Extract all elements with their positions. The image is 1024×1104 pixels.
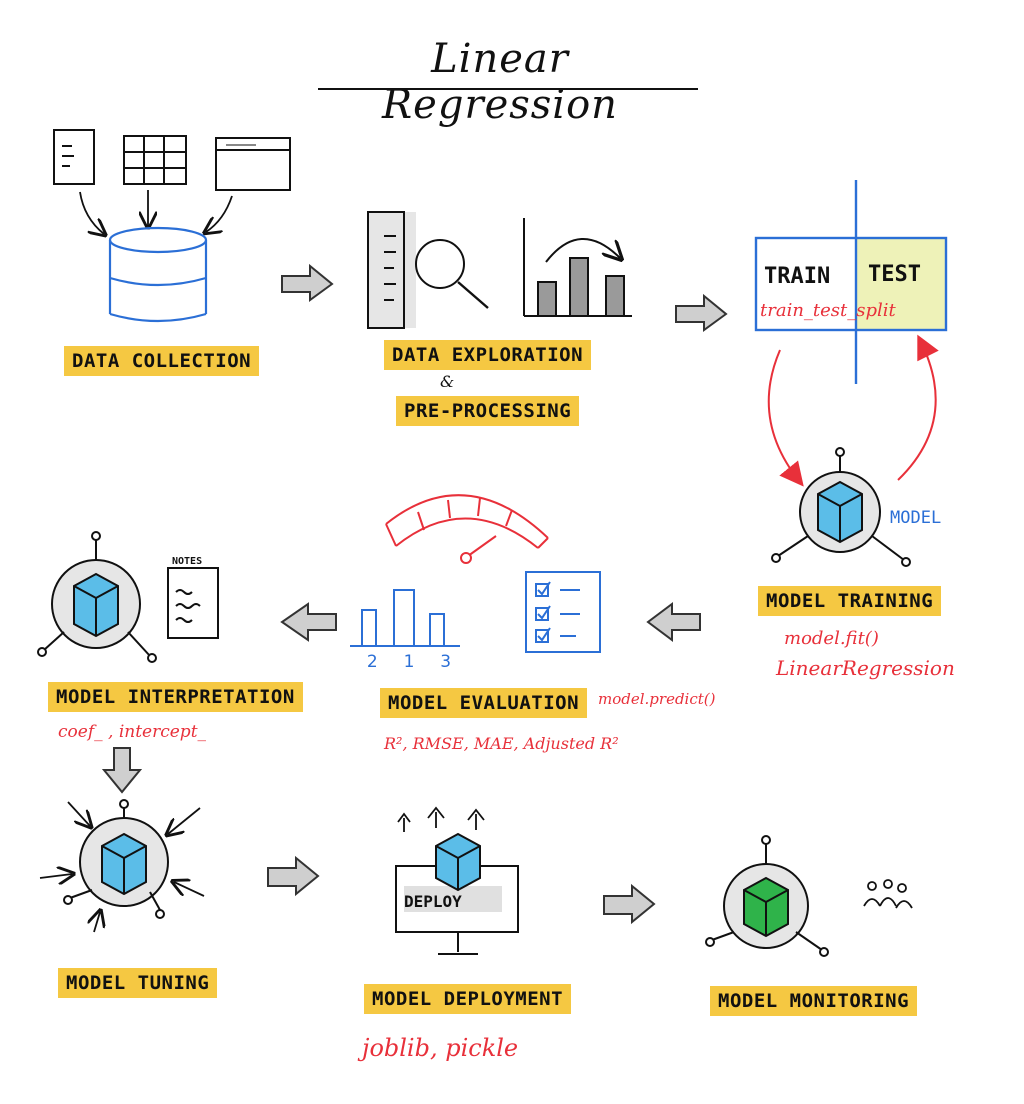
step-label-data-exploration: DATA EXPLORATION <box>384 340 592 370</box>
notes-icon <box>167 567 219 639</box>
evaluation-bar-chart-icon <box>350 589 460 647</box>
model-interpretation-cube-icon <box>37 531 157 663</box>
bar-label: 3 <box>440 652 452 672</box>
evaluation-metrics-text: R², RMSE, MAE, Adjusted R² <box>384 734 619 753</box>
model-tuning-cube-icon <box>63 799 169 919</box>
web-page-icon <box>215 137 291 191</box>
flow-arrow-down <box>101 747 143 794</box>
bar-label: 2 <box>366 652 378 672</box>
step-label-model-training: MODEL TRAINING <box>758 586 942 616</box>
coef-intercept-text: coef_ , intercept_ <box>58 722 207 742</box>
training-loop-arrows <box>767 334 939 487</box>
train-test-split-text: train_test_split <box>760 300 896 321</box>
flow-arrow-4 <box>280 602 337 642</box>
upload-arrows-icon <box>397 806 485 832</box>
model-label: MODEL <box>890 508 942 528</box>
step-label-model-deployment: MODEL DEPLOYMENT <box>364 984 572 1014</box>
test-label: TEST <box>868 262 921 287</box>
deploy-cube-icon <box>435 832 481 892</box>
flow-arrow-2 <box>675 293 728 332</box>
model-predict-text: model.predict() <box>598 690 716 708</box>
users-icon <box>863 879 913 909</box>
checklist-icon <box>525 571 601 653</box>
spreadsheet-icon <box>123 135 187 185</box>
step-label-preprocessing: PRE-PROCESSING <box>396 396 580 426</box>
flow-arrow-6 <box>603 883 656 925</box>
ampersand-text: & <box>440 372 455 391</box>
tuning-input-arrows <box>39 801 205 933</box>
step-label-model-evaluation: MODEL EVALUATION <box>380 688 588 718</box>
step-label-data-collection: DATA COLLECTION <box>64 346 260 376</box>
deploy-screen-label: DEPLOY <box>404 892 462 911</box>
flow-arrow-1 <box>281 263 334 302</box>
model-fit-text: model.fit() <box>784 628 879 649</box>
step-label-model-tuning: MODEL TUNING <box>58 968 218 998</box>
model-training-cube-icon <box>771 447 911 567</box>
joblib-pickle-text: joblib, pickle <box>362 1034 519 1062</box>
step-label-model-monitoring: MODEL MONITORING <box>710 986 918 1016</box>
source-arrows <box>79 190 233 234</box>
flow-arrow-3 <box>646 602 701 642</box>
model-monitoring-cube-icon <box>705 835 829 957</box>
train-test-box <box>754 180 948 384</box>
document-icon <box>53 129 95 185</box>
evaluation-bar-labels: 2 1 3 <box>354 652 464 672</box>
title-underline <box>318 88 698 90</box>
train-label: TRAIN <box>764 264 831 289</box>
bar-chart-icon <box>523 218 632 317</box>
database-icon <box>108 226 208 323</box>
bar-label: 1 <box>403 652 415 672</box>
gauge-icon <box>385 494 549 564</box>
report-magnifier-icon <box>367 211 489 329</box>
linear-regression-class-text: LinearRegression <box>776 656 955 680</box>
notes-title: NOTES <box>172 556 203 567</box>
step-label-model-interpretation: MODEL INTERPRETATION <box>48 682 303 712</box>
flow-arrow-5 <box>267 855 320 897</box>
